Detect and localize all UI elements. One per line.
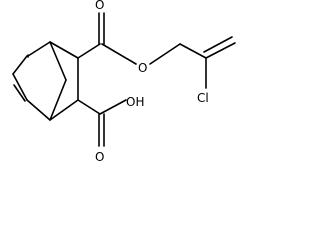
bond-ch2-to-vinyl-carbon	[179, 43, 207, 59]
ester-oxygen-label: O	[138, 61, 147, 75]
bond-c8-c1	[12, 73, 28, 101]
bond-c6-c7	[49, 99, 79, 121]
vinyl-double-bond-b	[203, 36, 233, 53]
carbonyl-oxygen-top-label: O	[95, 0, 104, 12]
chlorine-label: Cl	[197, 91, 209, 105]
bridge-bond-bottom	[49, 79, 67, 121]
bond-c3-c4	[27, 41, 51, 57]
bond-c4-c5	[49, 41, 79, 59]
bond-ester-carbon-to-oxygen	[101, 43, 137, 65]
vinyl-double-bond-a	[205, 42, 236, 59]
bond-c1-c2	[12, 55, 28, 75]
bond-ring-to-ester-carbon	[77, 43, 101, 59]
bond-acid-carbon-to-oh	[99, 99, 127, 115]
hydroxyl-label: OH	[126, 95, 144, 109]
carbonyl-oxygen-bottom-label: O	[95, 150, 104, 164]
bond-oxygen-to-ch2	[149, 43, 181, 65]
bond-ring-to-acid-carbon	[77, 99, 101, 115]
double-bond-alkene-inner	[13, 84, 26, 102]
bridge-bond-top	[49, 41, 67, 81]
structure-diagram: O O OH O Cl	[12, 0, 236, 164]
bond-c7-c8	[26, 99, 51, 121]
